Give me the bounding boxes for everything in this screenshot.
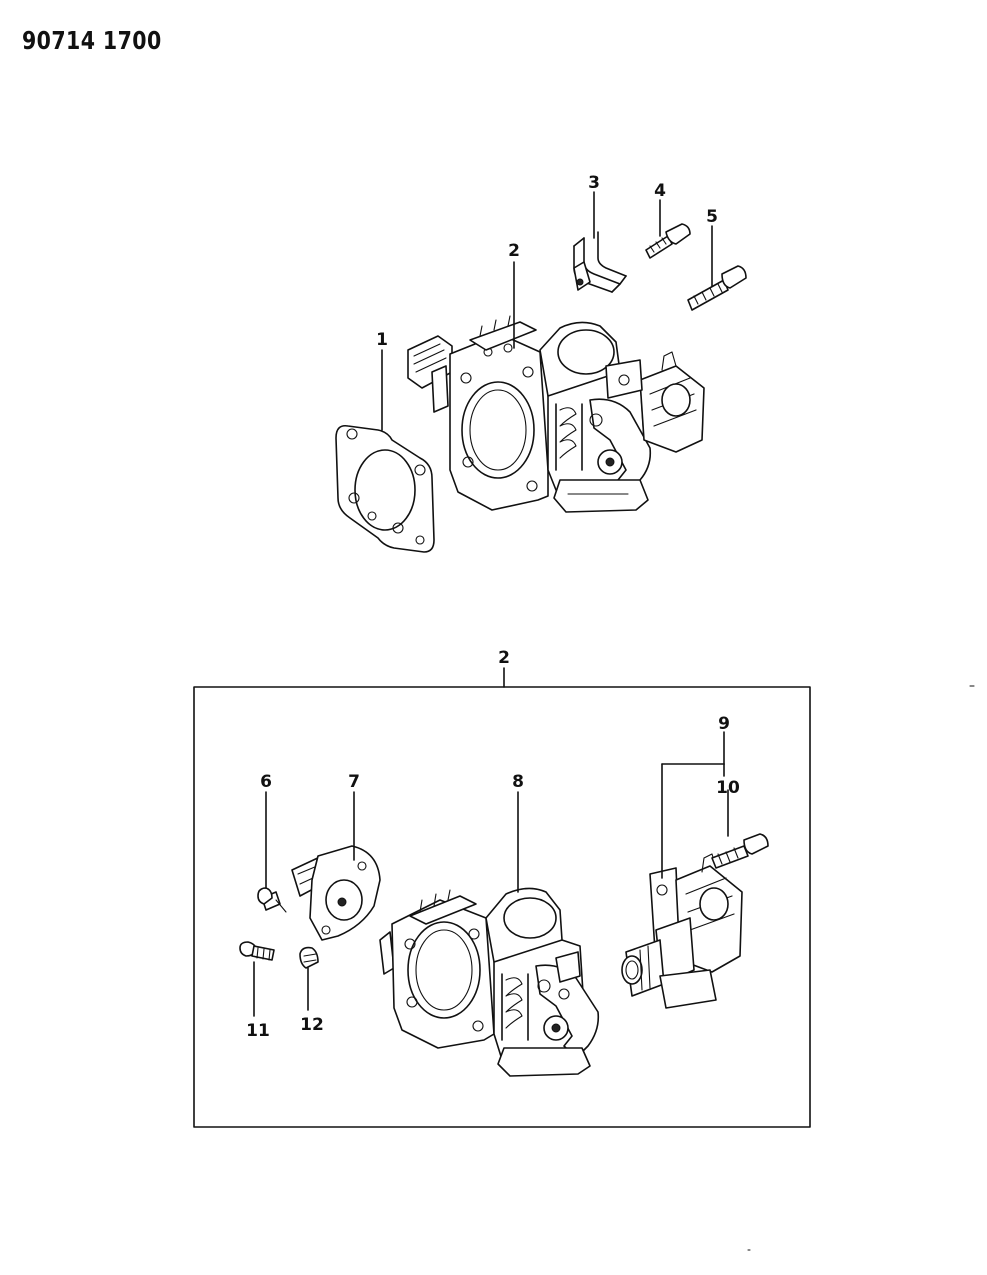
callout-11: 11 [246, 1021, 270, 1041]
callout-12: 12 [300, 1015, 324, 1035]
screw-part-6 [257, 887, 287, 913]
throttle-position-sensor-part-7 [291, 845, 381, 941]
callout-3: 3 [588, 173, 600, 193]
callout-1: 1 [376, 330, 388, 350]
bolt-part-10 [711, 833, 769, 869]
callout-10: 10 [716, 778, 740, 798]
callout-8: 8 [512, 772, 524, 792]
callout-2-upper: 2 [508, 241, 520, 261]
callout-4: 4 [654, 181, 666, 201]
document-number: 90714 1700 [22, 26, 162, 55]
plug-part-12 [299, 946, 319, 969]
screw-part-4 [645, 223, 691, 259]
gasket-part-1 [335, 424, 435, 553]
throttle-body-assembly-part-2 [407, 315, 705, 513]
bolt-part-11 [239, 941, 275, 961]
throttle-body-part-8 [379, 887, 600, 1077]
hose-bracket-part-3 [573, 231, 627, 293]
bolt-part-5 [687, 265, 747, 311]
callout-2-lower: 2 [498, 648, 510, 668]
sub-assembly-frame [193, 686, 811, 1128]
lower-assembly: 2 [193, 648, 811, 1128]
upper-assembly: 1 2 3 4 5 [335, 173, 747, 553]
callout-9: 9 [718, 714, 730, 734]
callout-5: 5 [706, 207, 718, 227]
callout-7: 7 [348, 772, 360, 792]
leader-line-10 [723, 763, 729, 837]
idle-speed-control-part-9 [621, 853, 743, 1009]
callout-6: 6 [260, 772, 272, 792]
